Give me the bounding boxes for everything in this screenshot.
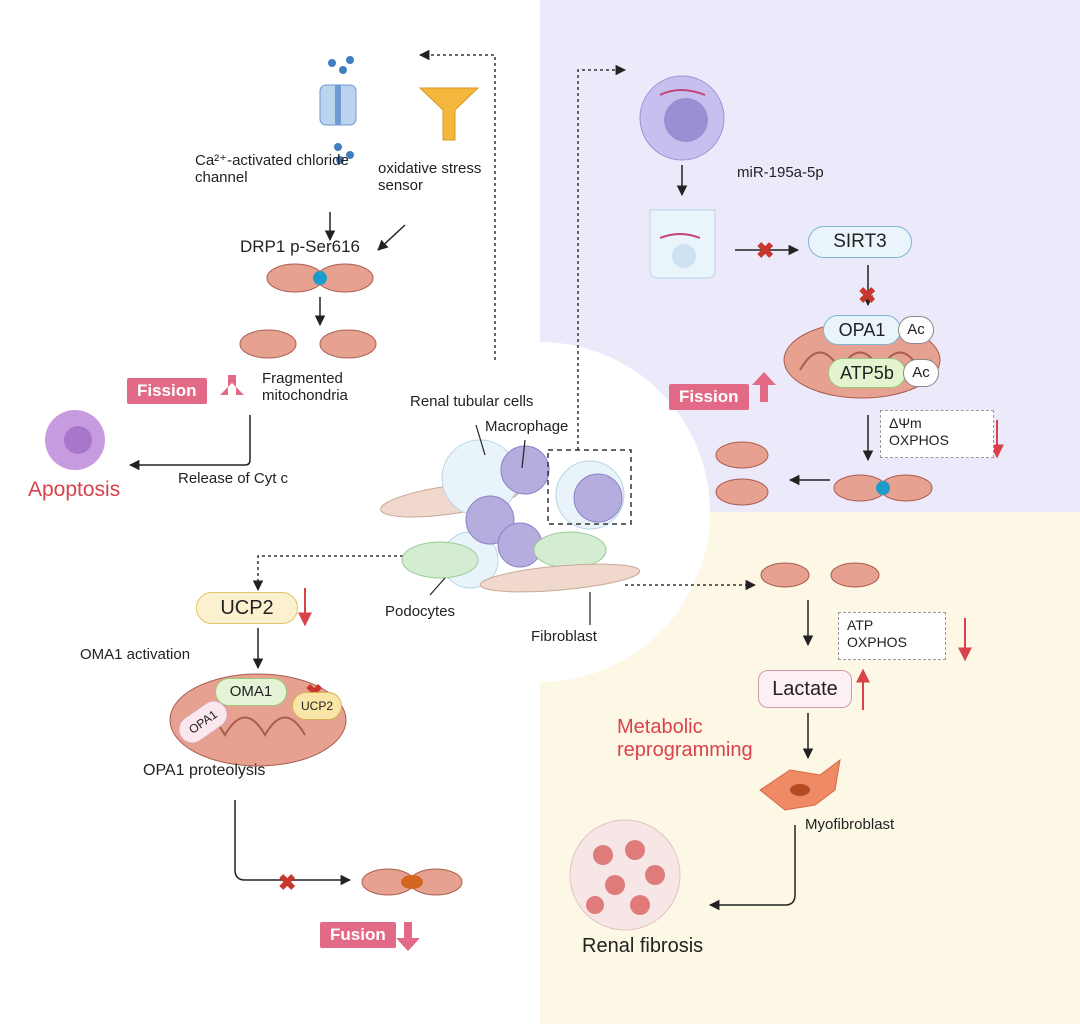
center-cells-icon — [380, 439, 641, 593]
ac-tag: Ac — [898, 316, 934, 344]
apoptotic-cell-icon — [45, 410, 105, 470]
stress-sensor-icon — [418, 87, 480, 141]
fusion-badge: Fusion — [320, 922, 396, 948]
myofibroblast-label: Myofibroblast — [805, 816, 895, 833]
fragmented-label: Fragmented mitochondria — [262, 370, 348, 405]
atp5b-pill: ATP5b — [828, 358, 906, 388]
drp1-label: DRP1 p-Ser616 — [240, 237, 361, 256]
oxphos-label: OXPHOS — [847, 633, 907, 650]
dividing-mitochondrion-icon — [266, 263, 374, 293]
inhibit-x-icon: ✖ — [756, 238, 774, 263]
opa1-pill: OPA1 — [823, 315, 901, 345]
renal-tubular-label: Renal tubular cells — [410, 393, 534, 410]
fission-up-icon — [752, 372, 776, 402]
ac-tag: Ac — [903, 359, 939, 387]
delta-psi-label: ΔΨm — [889, 415, 922, 431]
fibroblast-label: Fibroblast — [531, 628, 597, 645]
fused-mitochondrion-icon — [361, 868, 463, 896]
sirt3-pill: SIRT3 — [808, 226, 912, 258]
oma1-activation-label: OMA1 activation — [80, 646, 191, 663]
center-circle — [370, 342, 710, 682]
fusion-down-icon — [396, 922, 420, 951]
apoptosis-label: Apoptosis — [28, 478, 121, 501]
fission-up-icon — [220, 375, 244, 395]
renal-fibrosis-label: Renal fibrosis — [582, 935, 704, 957]
oma1-pill: OMA1 — [215, 678, 287, 706]
podocytes-label: Podocytes — [385, 603, 456, 620]
oxphos-label: OXPHOS — [889, 431, 949, 448]
release-label: Release of Cyt c — [178, 470, 289, 487]
lactate-pill: Lactate — [758, 670, 852, 708]
fragmented-mitochondria-icon — [715, 441, 769, 506]
myofibroblast-icon — [759, 758, 841, 811]
fragmented-mitochondria-icon — [239, 329, 377, 359]
atp-box: ATP OXPHOS — [838, 612, 946, 660]
fission-badge: Fission — [127, 378, 207, 404]
fragmented-mitochondria-icon — [760, 562, 880, 588]
proteolysis-label: OPA1 proteolysis — [143, 762, 266, 779]
ucp2-pill: UCP2 — [196, 592, 298, 624]
mir-label: miR-195a-5p — [737, 164, 824, 181]
delta-psi-box: ΔΨm OXPHOS — [880, 410, 994, 458]
sensor-label: oxidative stress sensor — [378, 160, 482, 195]
dividing-mitochondrion-icon — [833, 474, 933, 502]
macrophage-icon — [639, 75, 725, 161]
inhibit-x-icon: ✖ — [858, 283, 876, 308]
tubular-cell-icon — [649, 209, 716, 279]
atp-label: ATP — [847, 617, 874, 633]
channel-label: Ca²⁺-activated chloride channel — [195, 152, 349, 187]
inhibit-x-icon: ✖ — [278, 870, 296, 895]
renal-fibrosis-tissue-icon — [569, 819, 681, 931]
macrophage-label: Macrophage — [485, 418, 569, 435]
metabolic-label: Metabolic reprogramming — [617, 716, 753, 761]
chloride-channel-icon — [319, 56, 357, 164]
ucp2-small-pill: UCP2 — [292, 692, 342, 720]
fission-badge: Fission — [669, 384, 749, 410]
